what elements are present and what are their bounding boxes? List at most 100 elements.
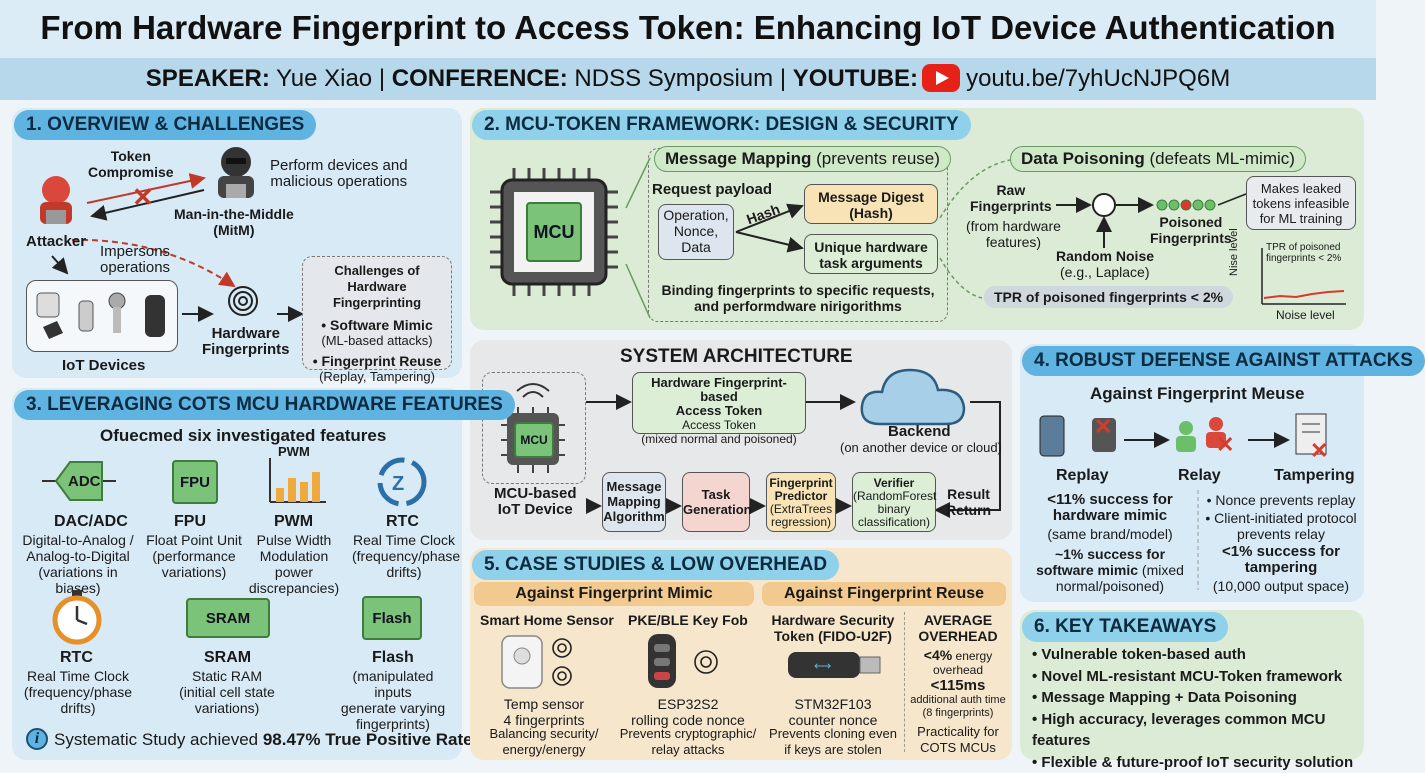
security-token-effect: Prevents cloning even if keys are stolen bbox=[762, 726, 904, 758]
feature-rtc-desc: Real Time Clock (frequency/phase drifts) bbox=[352, 532, 456, 580]
energy-overhead: <4% energy overhead bbox=[910, 648, 1006, 677]
svg-text:⟷: ⟷ bbox=[814, 659, 831, 673]
data-poisoning-bold: Data Poisoning bbox=[1021, 149, 1145, 168]
auth-time-label: additional auth time (8 fingerprints) bbox=[906, 694, 1010, 720]
challenge-fingerprint-reuse: • Fingerprint Reuse bbox=[303, 353, 451, 369]
poisoned-fingerprints-label: Poisoned Fingerprints bbox=[1150, 214, 1232, 246]
conference-name: NDSS Symposium bbox=[574, 65, 773, 92]
youtube-label: YOUTUBE: bbox=[793, 65, 918, 92]
tampering-stat: <1% success for tampering bbox=[1204, 544, 1358, 576]
replay-label: Replay bbox=[1056, 468, 1108, 484]
mitm-hacker-icon bbox=[212, 144, 260, 200]
feature-sram-title: SRAM bbox=[204, 650, 251, 666]
youtube-link[interactable]: youtu.be/7yhUcNJPQ6M bbox=[966, 65, 1230, 92]
usb-token-icon: ⟷ bbox=[786, 648, 882, 682]
tampering-sub: (10,000 output space) bbox=[1204, 578, 1358, 594]
raw-fingerprints-label: Raw Fingerprints bbox=[970, 182, 1052, 214]
mapping-algorithm-box: Message Mapping Algorithm bbox=[602, 472, 666, 532]
chart-ylabel: Nise level bbox=[1228, 228, 1240, 276]
svg-text:✕: ✕ bbox=[1216, 432, 1234, 457]
framework-panel: 2. MCU-TOKEN FRAMEWORK: DESIGN & SECURIT… bbox=[470, 108, 1364, 330]
separator: | bbox=[780, 65, 786, 92]
message-digest-box: Message Digest (Hash) bbox=[804, 184, 938, 224]
takeaway-item: Vulnerable token-based auth bbox=[1032, 644, 1364, 666]
feature-flash-desc: (manipulated inputs generate varying fin… bbox=[334, 668, 452, 732]
energy-overhead-value: <4% bbox=[924, 647, 952, 663]
challenges-title: Challenges of Hardware Fingerprinting bbox=[303, 263, 451, 311]
feature-fpu-title: FPU bbox=[174, 514, 206, 530]
access-token-sub: Access Token (mixed normal and poisoned) bbox=[633, 418, 805, 446]
iot-devices-label: IoT Devices bbox=[62, 358, 145, 374]
random-noise-label: Random Noise bbox=[1056, 248, 1154, 264]
case-studies-heading: 5. CASE STUDIES & LOW OVERHEAD bbox=[472, 550, 839, 580]
feature-rtc2-desc: Real Time Clock (frequency/phase drifts) bbox=[20, 668, 136, 716]
feature-sram-desc: Static RAM (initial cell state variation… bbox=[172, 668, 282, 716]
feature-pwm-desc: Pulse Width Modulation power discrepanci… bbox=[238, 532, 350, 596]
predictor-title: Fingerprint Predictor bbox=[767, 477, 835, 503]
perform-label: Perform devices and malicious operations bbox=[270, 158, 408, 190]
data-poisoning-note: (defeats ML-mimic) bbox=[1145, 149, 1295, 168]
software-mimic-stat: ~1% success for software mimic (mixed no… bbox=[1026, 546, 1194, 594]
feature-fpu-desc: Float Point Unit (performance variations… bbox=[142, 532, 246, 580]
practicality-text: Practicality for COTS MCUs bbox=[910, 724, 1006, 756]
feature-rtc2-title: RTC bbox=[60, 650, 93, 666]
speaker-name: Yue Xiao bbox=[276, 65, 372, 92]
nonce-replay-text: • Nonce prevents replay bbox=[1204, 492, 1358, 508]
svg-text:Z: Z bbox=[392, 473, 404, 495]
challenge-fingerprint-reuse-sub: (Replay, Tampering) bbox=[303, 369, 451, 385]
defense-panel: 4. ROBUST DEFENSE AGAINST ATTACKS Agains… bbox=[1020, 344, 1364, 602]
svg-text:✕: ✕ bbox=[1094, 414, 1112, 439]
leaked-tokens-callout: Makes leaked tokens infeasible for ML tr… bbox=[1246, 176, 1356, 230]
smart-sensor-effect: Balancing security/ energy/energy bbox=[482, 726, 606, 758]
takeaways-heading: 6. KEY TAKEAWAYS bbox=[1022, 612, 1228, 642]
random-noise-sub: (e.g., Laplace) bbox=[1060, 264, 1150, 280]
impersons-label: Impersons operations bbox=[100, 244, 170, 276]
chart-xlabel: Noise level bbox=[1276, 308, 1335, 322]
speaker-label: SPEAKER: bbox=[146, 65, 270, 92]
pwm-icon bbox=[266, 454, 328, 506]
feature-dac-adc-title: DAC/ADC bbox=[54, 514, 128, 530]
features-subtitle: Ofuecmed six investigated features bbox=[100, 426, 386, 446]
tpr-badge: TPR of poisoned fingerprints < 2% bbox=[984, 286, 1233, 308]
architecture-panel: SYSTEM ARCHITECTURE MCU MCU-based IoT De… bbox=[470, 340, 1012, 540]
mimic-title: Against Fingerprint Mimic bbox=[474, 582, 754, 606]
reuse-title: Against Fingerprint Reuse bbox=[762, 582, 1006, 606]
result-return-label: Result Return bbox=[946, 486, 991, 518]
feature-pwm-title: PWM bbox=[274, 514, 313, 530]
pwm-icon-label: PWM bbox=[278, 444, 310, 459]
access-token-title: Hardware Fingerprint-based Access Token bbox=[633, 376, 805, 418]
data-poisoning-title: Data Poisoning (defeats ML-mimic) bbox=[1010, 146, 1306, 172]
smart-sensor-title: Smart Home Sensor bbox=[480, 612, 614, 628]
attacker-label: Attacker bbox=[26, 234, 86, 250]
features-panel: 3. LEVERAGING COTS MCU HARDWARE FEATURES… bbox=[12, 388, 462, 760]
study-text: Systematic Study achieved bbox=[54, 730, 263, 749]
keyfob-title: PKE/BLE Key Fob bbox=[628, 612, 748, 628]
keyfob-icon bbox=[640, 632, 730, 692]
takeaway-item: Flexible & future-proof IoT security sol… bbox=[1032, 752, 1364, 773]
hardware-mimic-sub: (same brand/model) bbox=[1030, 526, 1190, 542]
overview-panel: 1. OVERVIEW & CHALLENGES ✕ Token Comprom… bbox=[12, 108, 462, 378]
keyfob-detail: ESP32S2 rolling code nonce bbox=[620, 696, 756, 728]
sram-icon: SRAM bbox=[186, 598, 270, 638]
conference-label: CONFERENCE: bbox=[392, 65, 568, 92]
stopwatch-icon bbox=[52, 588, 102, 646]
study-tpr: 98.47% True Positive Rate bbox=[263, 730, 473, 749]
cloud-icon bbox=[858, 360, 968, 430]
task-generation-box: Task Generation bbox=[682, 472, 750, 532]
iot-devices-box bbox=[26, 280, 178, 352]
mitm-label: Man-in-the-Middle (MitM) bbox=[174, 206, 294, 238]
rtc-sync-icon: Z bbox=[374, 454, 430, 510]
predictor-box: Fingerprint Predictor (ExtraTrees regres… bbox=[766, 472, 836, 532]
poster-title: From Hardware Fingerprint to Access Toke… bbox=[0, 0, 1376, 58]
takeaway-item: Message Mapping + Data Poisoning bbox=[1032, 687, 1364, 709]
features-heading: 3. LEVERAGING COTS MCU HARDWARE FEATURES bbox=[14, 390, 515, 420]
smart-sensor-detail: Temp sensor 4 fingerprints bbox=[482, 696, 606, 728]
keyfob-effect: Prevents cryptographic/ relay attacks bbox=[616, 726, 760, 758]
feature-flash-title: Flash bbox=[372, 650, 414, 666]
tampering-label: Tampering bbox=[1274, 468, 1355, 484]
verifier-sub: (RandomForest binary classification) bbox=[853, 490, 935, 529]
flash-icon: Flash bbox=[362, 596, 422, 640]
overhead-title: AVERAGE OVERHEAD bbox=[910, 612, 1006, 644]
unique-task-box: Unique hardware task arguments bbox=[804, 234, 938, 274]
predictor-sub: (ExtraTrees regression) bbox=[767, 503, 835, 529]
